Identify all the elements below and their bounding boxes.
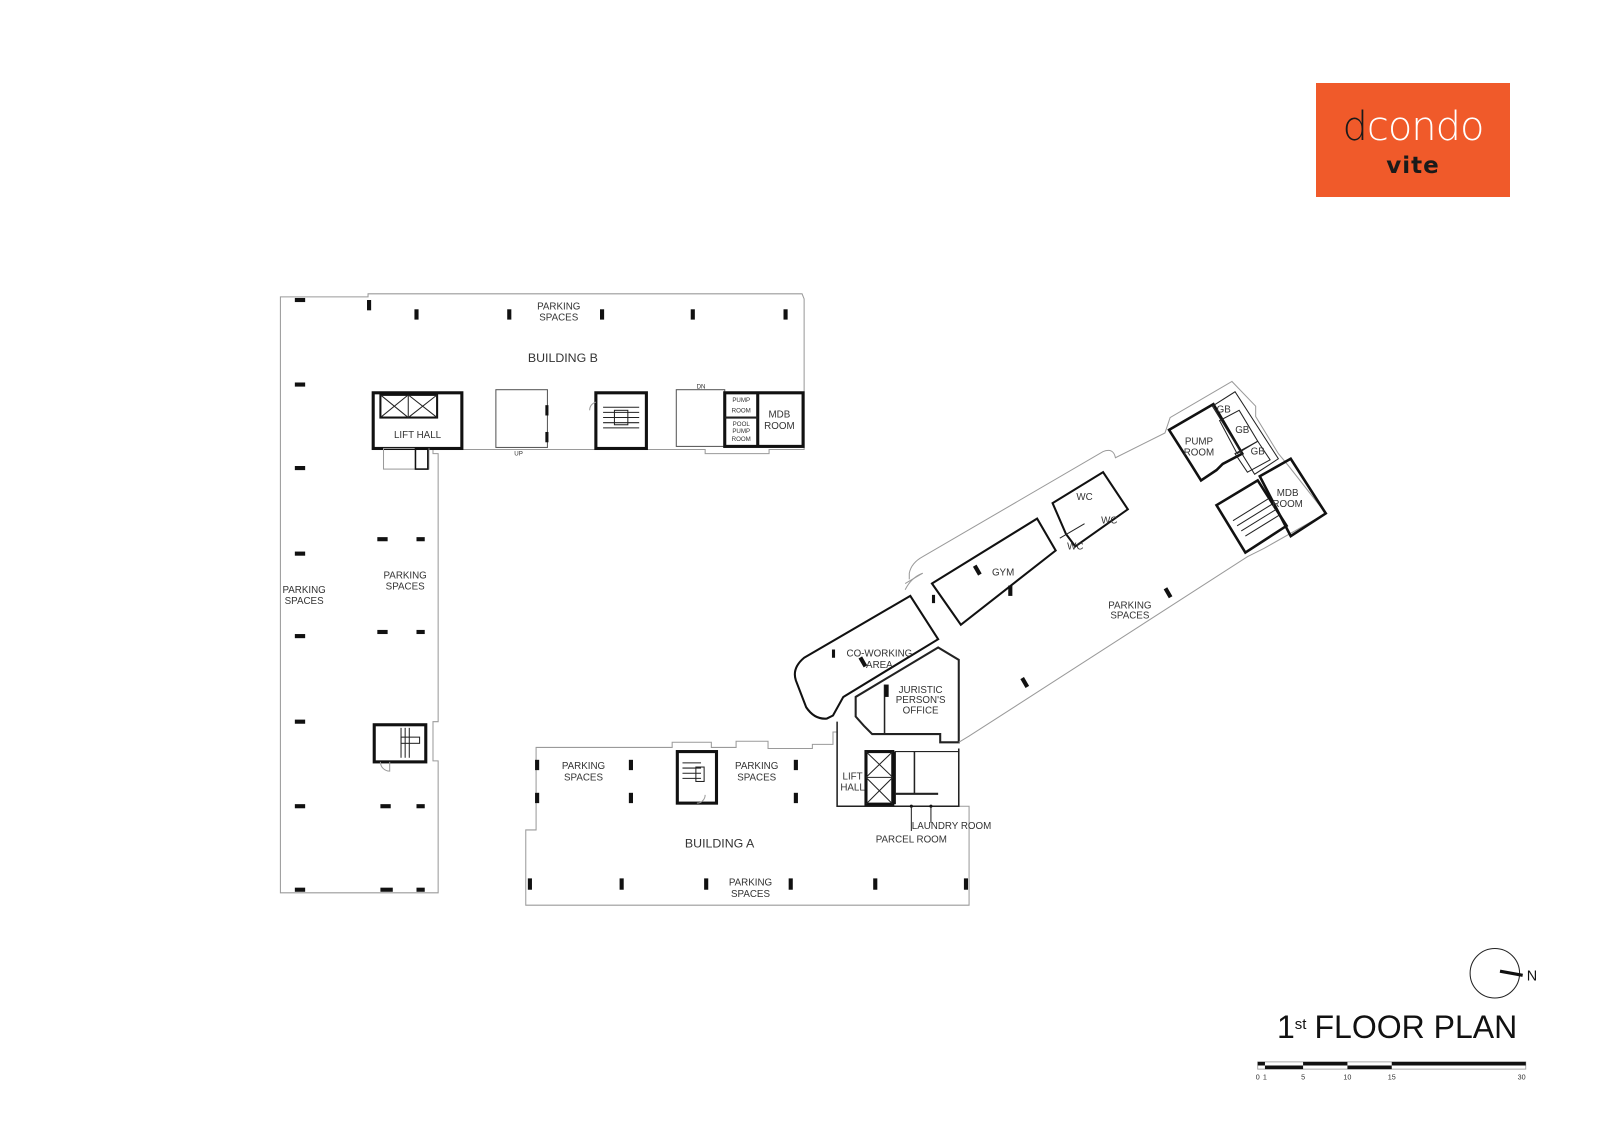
label-mdb-east-2: ROOM <box>1272 499 1302 510</box>
label-parking-a-3b: SPACES <box>731 889 770 900</box>
building-b-lift-hall <box>371 391 464 470</box>
dcondo-vite-logo: dcondo vite <box>1316 83 1510 197</box>
scale-tick-30: 30 <box>1518 1072 1526 1081</box>
label-lift-hall-b: LIFT HALL <box>394 430 442 441</box>
label-juristic-3: OFFICE <box>903 705 939 716</box>
label-wc-3: WC <box>1067 542 1083 553</box>
scale-tick-1: 1 <box>1263 1072 1267 1081</box>
east-core <box>1020 391 1328 688</box>
label-pool-pump-3: ROOM <box>732 436 751 443</box>
label-pump-room-east-2: ROOM <box>1184 448 1214 459</box>
label-mdb-east-1: MDB <box>1277 488 1299 499</box>
label-building-b: BUILDING B <box>528 351 598 365</box>
label-parking-b-mid-2: SPACES <box>386 582 425 593</box>
north-arrow-icon: N <box>1469 947 1537 999</box>
label-wc-2: WC <box>1101 516 1117 527</box>
label-gb-2: GB <box>1235 425 1250 436</box>
scale-tick-15: 15 <box>1388 1072 1396 1081</box>
title-suffix: st <box>1294 1016 1307 1033</box>
label-wc-1: WC <box>1076 492 1092 503</box>
label-parking-east-1: PARKING <box>1108 600 1151 611</box>
gym-block <box>904 380 1327 743</box>
building-b-south-stair <box>372 723 428 772</box>
label-parking-a-2b: SPACES <box>737 772 776 783</box>
logo-wordmark: dcondo <box>1316 105 1510 149</box>
scale-bar: 0 1 5 10 15 30 <box>1256 1061 1527 1081</box>
scale-tick-10: 10 <box>1343 1072 1351 1081</box>
label-mdb-b-1: MDB <box>769 410 791 421</box>
label-building-a: BUILDING A <box>685 836 755 850</box>
label-lift-hall-a-2: HALL <box>840 783 865 794</box>
label-pump-room-east-1: PUMP <box>1185 436 1214 447</box>
label-parking-b-left-2: SPACES <box>285 596 324 607</box>
logo-d: d <box>1342 104 1367 150</box>
compass-label: N <box>1527 968 1537 984</box>
building-a-outline <box>525 731 970 906</box>
label-pump-room-1: PUMP <box>732 397 750 404</box>
building-a-stair-core <box>675 750 719 805</box>
title-text: FLOOR PLAN <box>1314 1009 1518 1045</box>
label-coworking-2: AREA <box>866 660 893 671</box>
label-juristic-2: PERSON'S <box>896 695 946 706</box>
label-gb-1: GB <box>1217 404 1232 415</box>
label-parking-a-1a: PARKING <box>562 761 605 772</box>
logo-sub: vite <box>1386 153 1440 179</box>
label-juristic-1: JURISTIC <box>899 685 943 696</box>
title-number: 1 <box>1277 1009 1295 1045</box>
scale-tick-0: 0 <box>1256 1072 1260 1081</box>
label-pool-pump-1: POOL <box>733 421 751 428</box>
label-parking-b-mid-1: PARKING <box>383 570 426 581</box>
label-parking-a-1b: SPACES <box>564 772 603 783</box>
label-parking-b-top-1: PARKING <box>537 301 580 312</box>
label-lift-hall-a-1: LIFT <box>843 771 863 782</box>
label-parking-a-3a: PARKING <box>729 878 772 889</box>
page-title: 1st FLOOR PLAN <box>1277 1010 1517 1044</box>
label-parcel-room: PARCEL ROOM <box>876 834 947 845</box>
label-pump-room-2: ROOM <box>732 407 751 414</box>
label-mdb-b-2: ROOM <box>764 421 794 432</box>
label-pool-pump-2: PUMP <box>732 428 750 435</box>
labels: PARKING SPACES BUILDING B LIFT HALL UP D… <box>282 301 1302 900</box>
building-a-lift-block <box>836 721 960 831</box>
building-b-outline <box>279 293 805 894</box>
building-a-columns <box>527 759 969 890</box>
label-up: UP <box>514 451 523 458</box>
label-parking-b-top-2: SPACES <box>539 313 578 324</box>
label-gb-3: GB <box>1251 447 1266 458</box>
label-parking-east-2: SPACES <box>1110 611 1149 622</box>
label-laundry-room: LAUNDRY ROOM <box>912 821 992 832</box>
logo-condo: condo <box>1366 104 1485 150</box>
label-parking-a-2a: PARKING <box>735 761 778 772</box>
scale-tick-5: 5 <box>1301 1072 1305 1081</box>
building-b-service-rooms <box>675 389 805 448</box>
label-parking-b-left-1: PARKING <box>282 585 325 596</box>
coworking-block <box>793 572 960 744</box>
building-b-ramp-box <box>495 389 549 448</box>
label-gym: GYM <box>992 567 1014 578</box>
building-b-columns <box>294 297 788 892</box>
label-dn: DN <box>697 384 706 391</box>
label-coworking-1: CO-WORKING <box>847 649 913 660</box>
building-b-stair-core <box>589 391 648 451</box>
